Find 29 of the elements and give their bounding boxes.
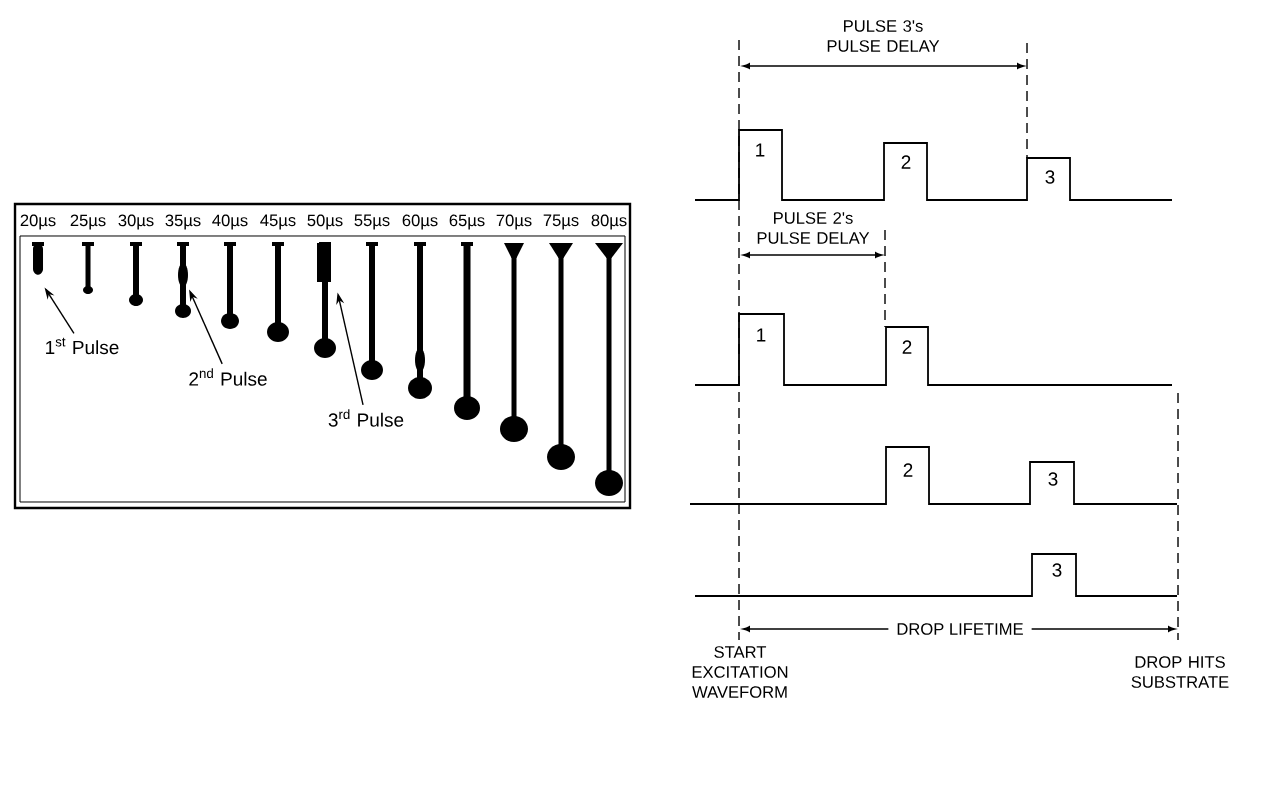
time-label: 50µs (307, 214, 343, 230)
pulse-label: 1$^{st}$ Pulse (46, 337, 119, 355)
pulse-label: 3$^{rd}$ Pulse (328, 409, 404, 427)
time-label: 40µs (212, 214, 248, 230)
time-label: 80µs (591, 214, 627, 230)
droplet-drawing (32, 242, 44, 275)
pulse-number: 1 (757, 328, 766, 342)
time-label: 35µs (165, 214, 201, 230)
pulse-number: 2 (901, 155, 911, 169)
pulse-number: 3 (1045, 170, 1055, 184)
time-label: 65µs (449, 214, 485, 230)
pulse-number: 3 (1052, 563, 1062, 577)
droplet-drawing (175, 242, 191, 318)
pulse-number: 2 (903, 463, 913, 477)
time-label: 75µs (543, 214, 579, 230)
dimension-label: PULSE 3's PULSE DELAY (827, 20, 940, 52)
time-label: 60µs (402, 214, 438, 230)
droplet-drawing (314, 242, 336, 358)
pulse-number: 2 (902, 340, 912, 354)
time-label: 70µs (496, 214, 532, 230)
dimension-label: PULSE 2's PULSE DELAY (757, 212, 870, 244)
pulse-label: 2$^{nd}$ Pulse (189, 368, 267, 386)
pulse-number: 3 (1048, 472, 1058, 486)
annotation-label: DROP HITS SUBSTRATE (1131, 656, 1229, 688)
time-label: 20µs (20, 214, 56, 230)
pulse-number: 1 (756, 143, 765, 157)
time-label: 55µs (354, 214, 390, 230)
annotation-label: START EXCITATION WAVEFORM (692, 646, 788, 698)
dimension-label: DROP LIFETIME (888, 621, 1032, 637)
